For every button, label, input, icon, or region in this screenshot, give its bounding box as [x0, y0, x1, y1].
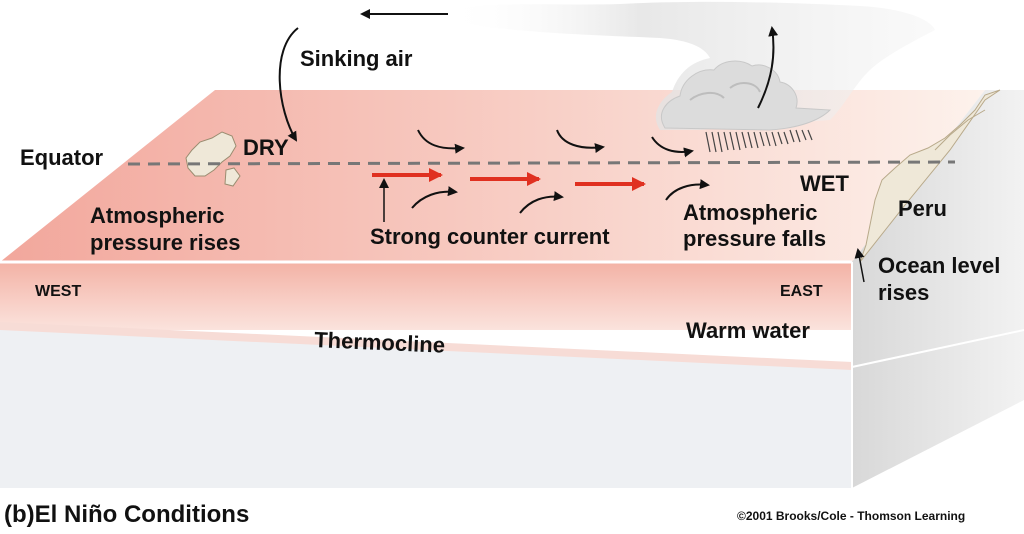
sinking-air-label: Sinking air: [300, 46, 413, 71]
warm-water-label: Warm water: [686, 318, 810, 343]
counter-current-arrows: [372, 168, 646, 191]
surface-wind-arrows: [411, 129, 710, 214]
atmospheric-pressure-rises-line1: Atmospheric: [90, 203, 224, 228]
figure-caption: (b)El Niño Conditions: [4, 501, 249, 528]
layer-divider: [851, 329, 1024, 368]
rising-air-arrow: [757, 26, 779, 109]
peru-border: [934, 109, 986, 151]
ocean-level-label-line1: Ocean level: [878, 253, 1000, 278]
copyright-notice: ©2001 Brooks/Cole - Thomson Learning: [737, 509, 965, 523]
wet-label: WET: [800, 171, 849, 196]
ocean-level-pointer: [854, 248, 865, 283]
atmospheric-pressure-falls-line1: Atmospheric: [683, 200, 817, 225]
thermocline-band: [0, 322, 852, 370]
atmospheric-pressure-falls-line2: pressure falls: [683, 226, 826, 251]
thermocline-label: Thermocline: [314, 327, 446, 358]
block-side-face: [852, 90, 1024, 488]
cloud: [445, 1, 935, 131]
ocean-level-label-line2: rises: [878, 280, 929, 305]
cloud-body: [660, 60, 832, 131]
peru-coast: [859, 89, 1001, 263]
west-label: WEST: [35, 283, 81, 300]
rain-streaks: [705, 129, 813, 153]
equator-label: Equator: [20, 145, 104, 170]
west-landmass: [185, 131, 241, 187]
ocean-surface: [0, 90, 985, 262]
dry-label: DRY: [243, 135, 289, 160]
sinking-air-arrow: [278, 27, 299, 142]
equator-line: [127, 160, 956, 166]
peru-label: Peru: [898, 196, 947, 221]
east-label: EAST: [780, 283, 823, 300]
warm-water-layer: [0, 262, 852, 330]
cloud-shading: [689, 82, 761, 101]
atmospheric-pressure-rises-line2: pressure rises: [90, 230, 240, 255]
counter-current-label: Strong counter current: [370, 224, 610, 249]
deep-water-layer: [0, 325, 852, 488]
